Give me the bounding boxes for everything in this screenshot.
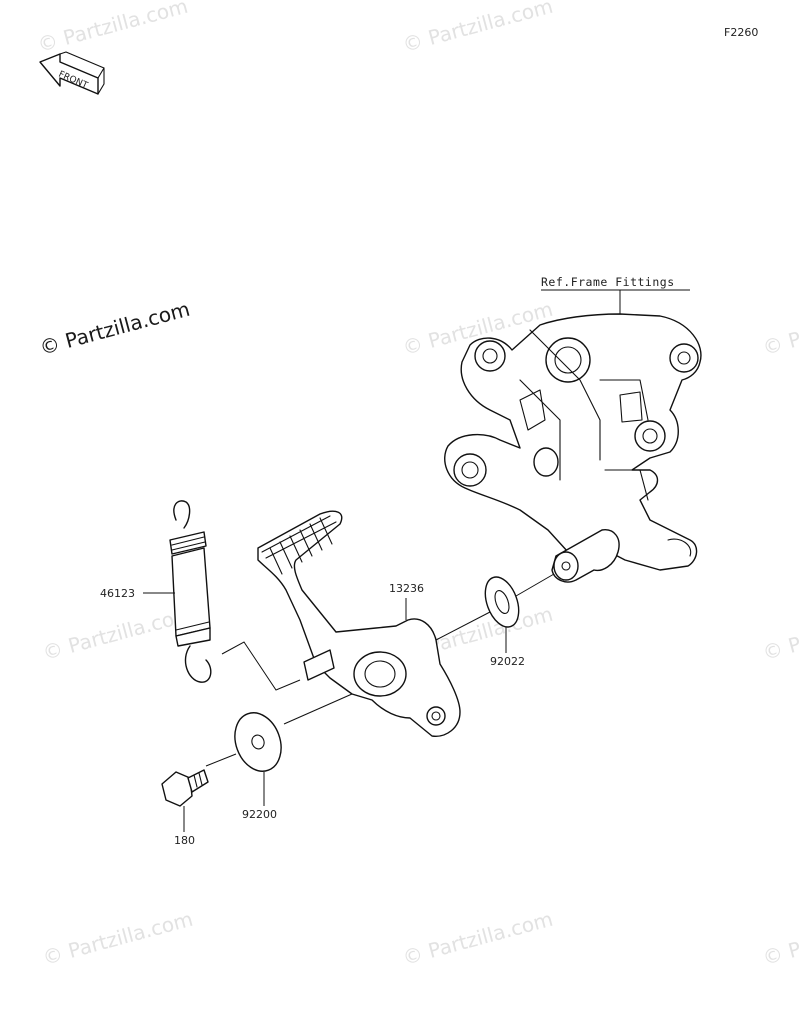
frame-bracket <box>444 313 702 583</box>
brake-pedal <box>257 510 461 737</box>
ref-frame-label: Ref.Frame Fittings <box>541 275 675 289</box>
washer-92022 <box>484 576 520 628</box>
assembly-line <box>435 611 491 641</box>
assembly-line <box>205 753 237 767</box>
figure-code: F2260 <box>724 26 758 39</box>
ref-frame-leader <box>541 289 690 316</box>
watermark: © Partzilla.com <box>35 0 190 57</box>
part-label-46123: 46123 <box>100 587 135 600</box>
assembly-line <box>221 641 301 691</box>
watermark: © Partzilla.com <box>400 907 555 970</box>
washer-92200 <box>234 712 282 772</box>
watermark: © Partzilla.com <box>760 907 800 970</box>
watermark: © Partzilla.com <box>760 602 800 665</box>
return-spring <box>169 500 212 683</box>
assembly-line <box>283 693 353 725</box>
watermark: © Partzilla.com <box>400 0 555 57</box>
watermark: © Partzilla.com <box>40 602 195 665</box>
assembly-line <box>515 573 555 597</box>
part-label-180: 180 <box>174 834 195 847</box>
watermark: © Partzilla.com <box>760 297 800 360</box>
watermark: © Partzilla.com <box>40 907 195 970</box>
part-label-13236: 13236 <box>389 582 424 595</box>
part-label-92022: 92022 <box>490 655 525 668</box>
bolt-180 <box>161 769 209 807</box>
watermark-layer: © Partzilla.com © Partzilla.com © Partzi… <box>35 0 800 970</box>
copyright-label: © Partzilla.com <box>37 297 192 360</box>
front-arrow-icon: FRONT <box>39 51 105 95</box>
part-label-92200: 92200 <box>242 808 277 821</box>
